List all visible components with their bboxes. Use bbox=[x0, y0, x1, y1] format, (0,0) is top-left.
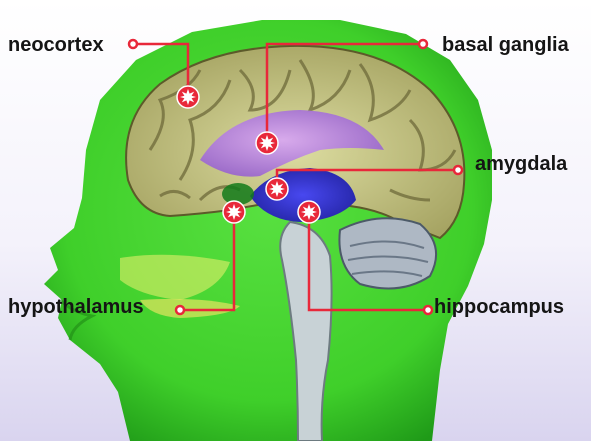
amygdala-marker-icon bbox=[266, 178, 288, 200]
neocortex-marker-icon bbox=[177, 86, 199, 108]
label-hypothalamus: hypothalamus bbox=[8, 295, 144, 319]
hypothalamus-marker-icon bbox=[223, 201, 245, 223]
label-amygdala: amygdala bbox=[475, 152, 567, 176]
label-neocortex: neocortex bbox=[8, 33, 104, 57]
label-basal-ganglia: basal ganglia bbox=[442, 33, 569, 57]
label-hippocampus: hippocampus bbox=[434, 295, 564, 319]
hippocampus-marker-icon bbox=[298, 201, 320, 223]
basal-ganglia-marker-icon bbox=[256, 132, 278, 154]
cerebellum bbox=[339, 218, 436, 288]
